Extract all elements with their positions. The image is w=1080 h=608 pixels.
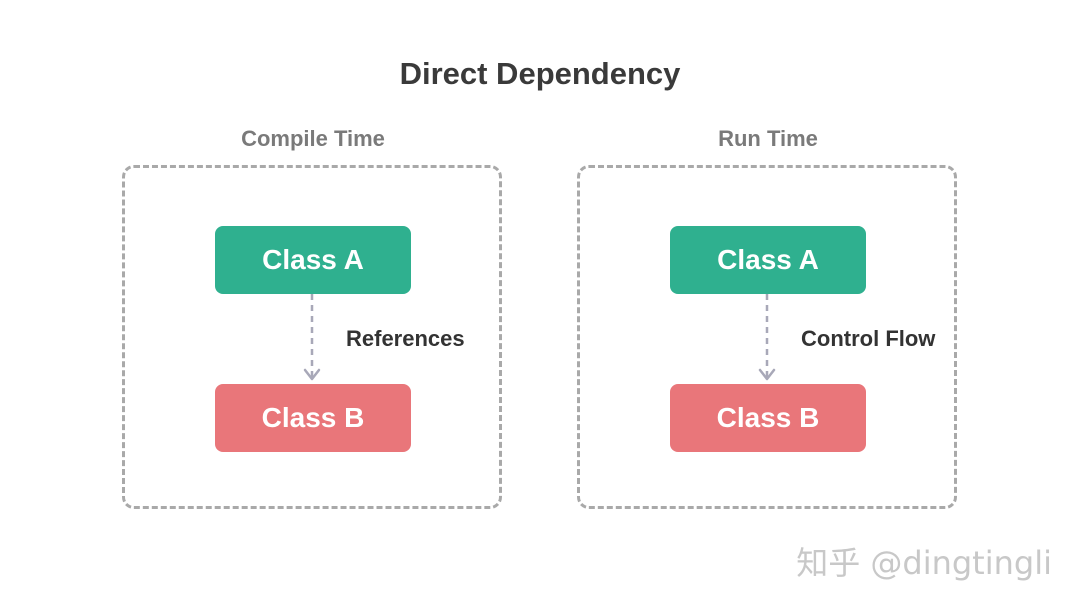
watermark: 知乎 @dingtingli: [796, 544, 1052, 582]
compile-time-label: Compile Time: [241, 126, 385, 151]
compile-time-panel: [122, 165, 502, 509]
run-class-a-node: Class A: [670, 226, 866, 294]
run-time-panel: [577, 165, 957, 509]
run-control-flow-arrow: [758, 294, 776, 381]
run-class-b-node: Class B: [670, 384, 866, 452]
compile-edge-label: References: [346, 326, 465, 351]
run-edge-label: Control Flow: [801, 326, 936, 351]
run-time-label: Run Time: [718, 126, 818, 151]
compile-class-a-node: Class A: [215, 226, 411, 294]
compile-class-b-node: Class B: [215, 384, 411, 452]
compile-references-arrow: [303, 294, 321, 381]
diagram-title: Direct Dependency: [399, 56, 681, 91]
